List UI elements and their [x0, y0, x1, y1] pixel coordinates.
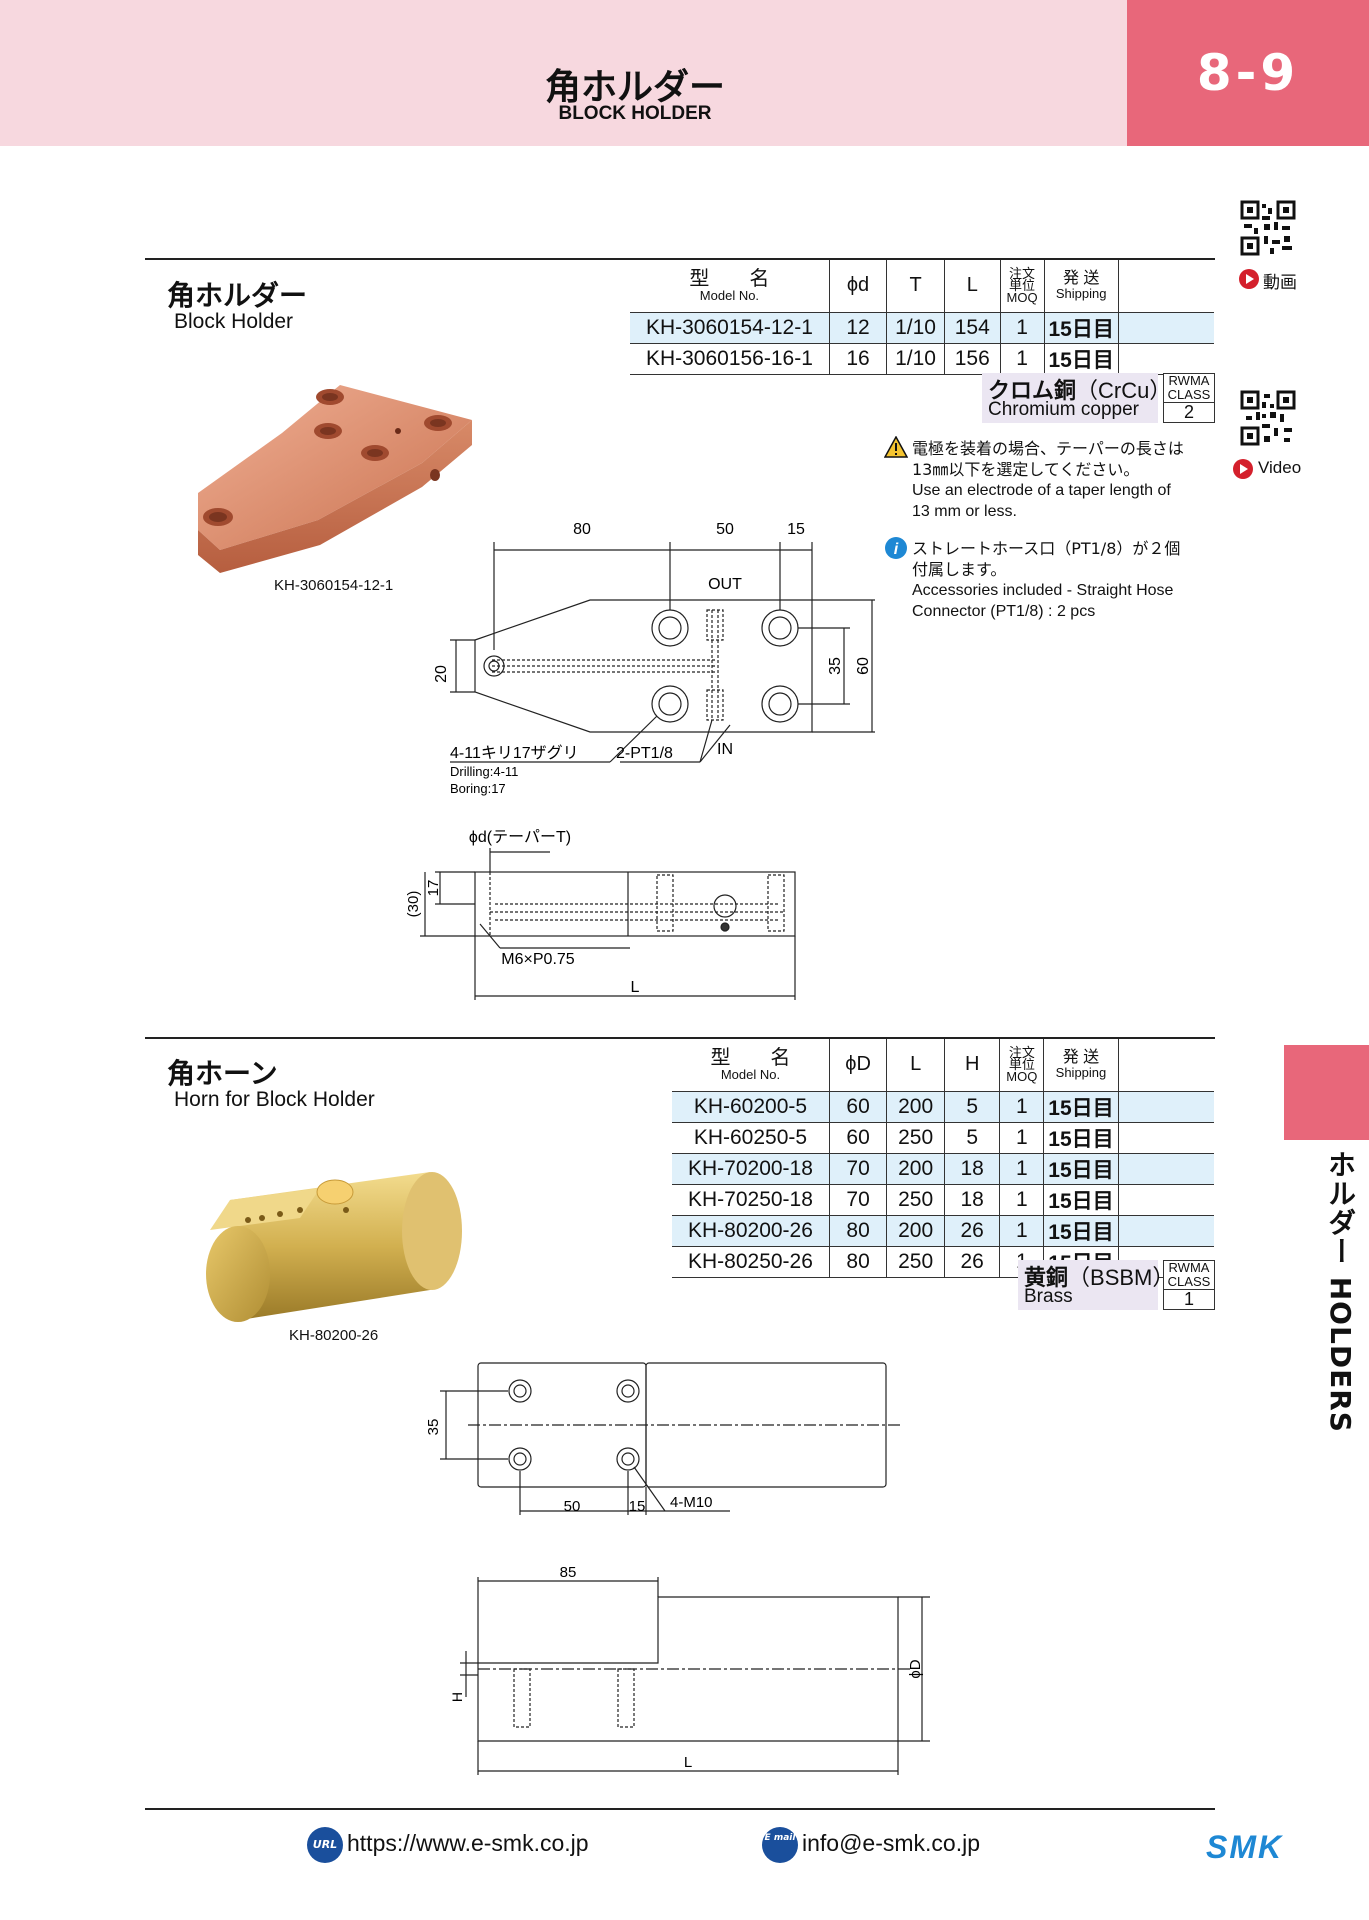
label-in: IN — [717, 741, 733, 758]
col-t: T — [886, 260, 945, 312]
col-l: L — [886, 1039, 945, 1091]
dim-l: L — [684, 1754, 692, 1771]
info-icon: i — [885, 537, 907, 559]
col-h: H — [944, 1039, 1001, 1091]
info-note: ストレートホース口（PT1/8）が２個 付属します。 Accessories i… — [912, 539, 1181, 620]
svg-text:i: i — [894, 541, 899, 558]
email-link[interactable]: info@e-smk.co.jp — [802, 1830, 981, 1856]
video-label-en[interactable]: Video — [1258, 458, 1302, 477]
footer-divider — [145, 1808, 1215, 1810]
table-row: KH-3060156-16-1 16 1/10 156 1 15日目 — [630, 343, 1214, 374]
pt-note: 2-PT1/8 — [616, 745, 673, 762]
dim-30: (30) — [405, 891, 422, 918]
block-holder-drawing-top: 80 50 15 OUT IN 20 35 60 4-11キリ17ザグリ 2-P… — [433, 521, 875, 796]
material-brass: 黄銅（BSBM） Brass — [1018, 1260, 1174, 1310]
warning-note: 電極を装着の場合、テーパーの長さは 13㎜以下を選定してください。 Use an… — [912, 439, 1184, 520]
dim-35: 35 — [425, 1419, 442, 1436]
block-holder-drawing-side: ϕd(テーパーT) (30) 17 M6×P0.75 L — [405, 829, 796, 1000]
website-link[interactable]: https://www.e-smk.co.jp — [347, 1830, 589, 1856]
taper-note: ϕd(テーパーT) — [469, 829, 571, 846]
dim-17: 17 — [425, 880, 442, 897]
warning-icon — [884, 436, 908, 458]
page-title: 角ホルダー — [544, 67, 725, 108]
play-icon — [1239, 269, 1259, 289]
play-icon — [1233, 459, 1253, 479]
dim-h: H — [449, 1692, 465, 1702]
block-holder-title: 角ホルダー — [167, 279, 308, 312]
block-holder-photo — [198, 385, 472, 573]
horn-subtitle: Horn for Block Holder — [174, 1088, 375, 1111]
boring-note: Boring:17 — [450, 781, 506, 796]
dim-50: 50 — [564, 1498, 581, 1515]
url-icon: URL — [307, 1827, 343, 1863]
dim-80: 80 — [573, 521, 591, 538]
side-tab-label: ホルダー HOLDERS — [1324, 1150, 1357, 1433]
page-number: 8-9 — [1127, 0, 1369, 146]
dim-15: 15 — [629, 1498, 646, 1515]
smk-logo: SMK — [1206, 1830, 1284, 1864]
col-d: ϕd — [829, 260, 888, 312]
block-holder-photo-caption: KH-3060154-12-1 — [274, 577, 394, 594]
dim-35: 35 — [827, 657, 844, 675]
thread-note: M6×P0.75 — [501, 951, 574, 968]
dim-60: 60 — [855, 657, 872, 675]
section-divider — [145, 1037, 1215, 1039]
svg-text:SMK: SMK — [1206, 1830, 1284, 1864]
thread-note: 4-M10 — [670, 1494, 713, 1511]
col-l: L — [944, 260, 1001, 312]
col-d: ϕD — [829, 1039, 888, 1091]
video-label-ja[interactable]: 動画 — [1263, 273, 1297, 292]
horn-drawing-top: 35 50 15 4-M10 — [425, 1362, 900, 1515]
email-icon: E mail — [762, 1827, 798, 1863]
horn-photo — [206, 1172, 462, 1322]
horn-photo-caption: KH-80200-26 — [289, 1327, 379, 1344]
horn-title: 角ホーン — [167, 1057, 278, 1090]
block-holder-subtitle: Block Holder — [174, 310, 294, 333]
drilling-note: Drilling:4-11 — [450, 764, 518, 779]
horn-drawing-side: 85 H ϕD L — [449, 1565, 930, 1775]
dim-15: 15 — [787, 521, 805, 538]
qr-code-video-en[interactable] — [1240, 390, 1296, 446]
table-row: KH-3060154-12-1 12 1/10 154 1 15日目 — [630, 312, 1214, 343]
section-divider — [145, 258, 1215, 260]
page-subtitle: BLOCK HOLDER — [558, 103, 712, 124]
hole-note: 4-11キリ17ザグリ — [450, 744, 579, 762]
qr-code-video-ja[interactable] — [1240, 200, 1296, 256]
material-chromium-copper: クロム銅（CrCu） Chromium copper — [982, 373, 1171, 423]
dim-20: 20 — [433, 665, 450, 683]
dim-50: 50 — [716, 521, 734, 538]
dim-phid: ϕD — [907, 1659, 924, 1678]
label-out: OUT — [708, 576, 742, 593]
dim-85: 85 — [560, 1565, 577, 1581]
dim-l: L — [631, 979, 640, 996]
side-tab-accent — [1284, 1045, 1369, 1140]
